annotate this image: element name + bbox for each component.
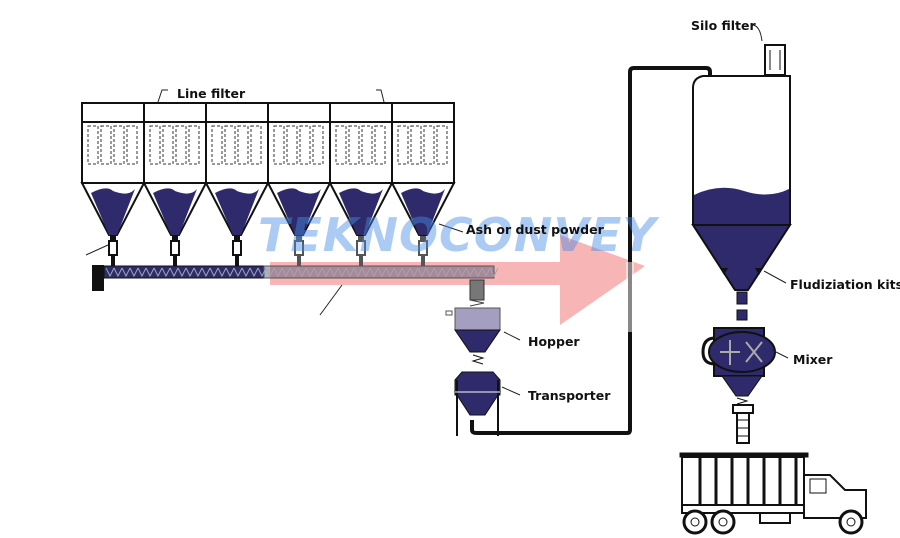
line-filter-unit <box>390 102 456 266</box>
line-filter-unit <box>80 102 146 266</box>
label-line-filter: Line filter <box>177 86 246 101</box>
label-mixer: Mixer <box>793 352 833 367</box>
line-filter-unit <box>328 102 394 266</box>
label-transporter: Transporter <box>528 388 611 403</box>
label-silo-filter: Silo filter <box>691 18 756 33</box>
line-filter-unit <box>142 102 208 266</box>
line-filter-unit <box>204 102 270 266</box>
screw-conveyor <box>92 265 499 291</box>
transporter <box>454 371 501 436</box>
leader-lines <box>85 24 789 396</box>
flow-arrow <box>270 235 645 325</box>
label-fluidization-kits: Fludiziation kits <box>790 277 900 292</box>
watermark: TEKNOCONVEY <box>258 208 657 262</box>
label-ash-powder: Ash or dust powder <box>466 222 604 237</box>
conveying-pipe <box>470 66 712 435</box>
line-filter-unit <box>266 102 332 266</box>
mixer <box>701 327 776 444</box>
truck <box>679 452 867 535</box>
silo <box>691 44 792 321</box>
line-filter-bank <box>80 102 456 266</box>
label-hopper: Hopper <box>528 334 580 349</box>
hopper <box>445 279 501 365</box>
